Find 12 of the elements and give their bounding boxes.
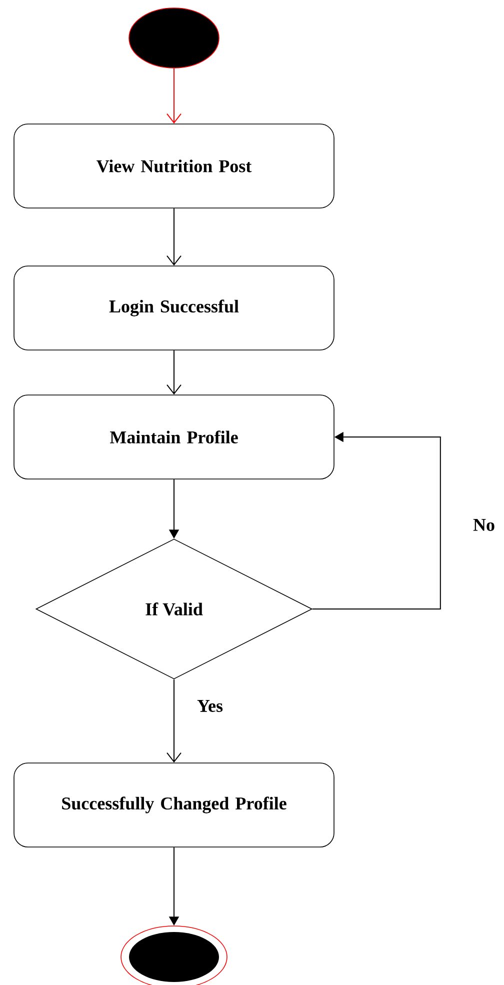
edge-label: No bbox=[472, 518, 496, 532]
arrow bbox=[166, 208, 182, 266]
end-node bbox=[120, 926, 228, 985]
start-node bbox=[128, 8, 220, 68]
activity-box: Successfully Changed Profile bbox=[14, 762, 334, 848]
arrow bbox=[166, 350, 182, 395]
activity-box: View Nutrition Post bbox=[14, 124, 334, 208]
edge-label: Yes bbox=[196, 699, 224, 713]
activity-box: Login Successful bbox=[14, 266, 334, 350]
arrow bbox=[166, 68, 182, 124]
activity-box: Maintain Profile bbox=[14, 394, 334, 480]
arrow bbox=[166, 678, 182, 763]
